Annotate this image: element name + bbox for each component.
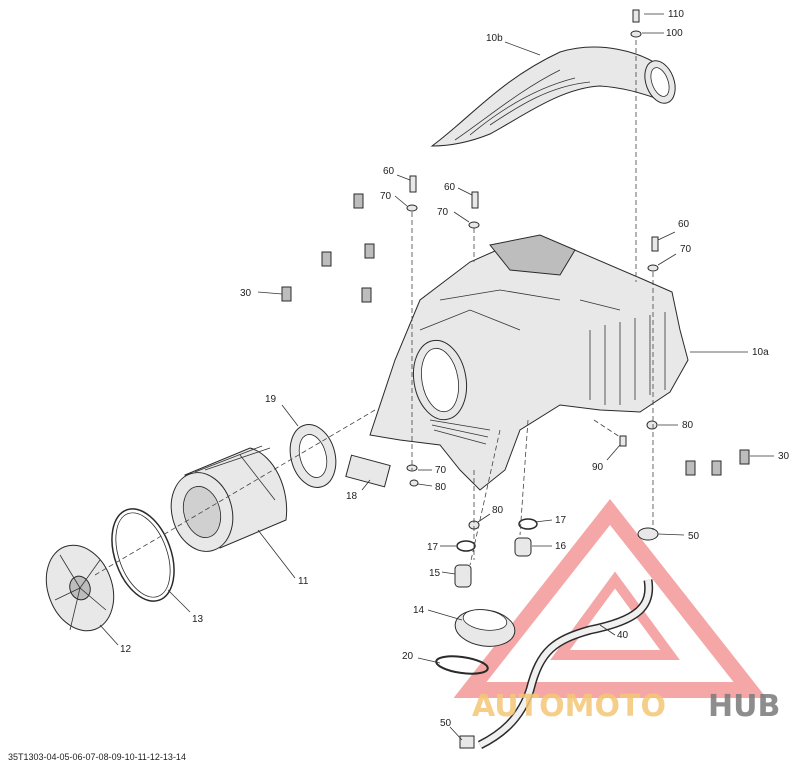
callout-100: 100 xyxy=(666,28,683,39)
callout-17: 17 xyxy=(555,515,567,526)
airbox-housing xyxy=(369,234,689,491)
callout-70: 70 xyxy=(380,191,392,202)
callout-labels: 110 100 10b 60 70 60 70 60 70 30 10a 19 … xyxy=(120,9,790,729)
callout-15: 15 xyxy=(429,568,441,579)
callout-30: 30 xyxy=(240,288,252,299)
outlet-boot xyxy=(454,609,516,647)
callout-70: 70 xyxy=(437,207,449,218)
callout-20: 20 xyxy=(402,651,414,662)
callout-80: 80 xyxy=(682,420,694,431)
air-intake-duct xyxy=(430,46,676,147)
drawing-reference-code: 35T1303-04-05-06-07-08-09-10-11-12-13-14 xyxy=(8,752,186,762)
callout-17: 17 xyxy=(427,542,439,553)
callout-19: 19 xyxy=(265,394,277,405)
hose-clamp xyxy=(435,655,489,675)
callout-80: 80 xyxy=(435,482,447,493)
callout-18: 18 xyxy=(346,491,358,502)
callout-13: 13 xyxy=(192,614,204,625)
callout-10b: 10b xyxy=(486,33,503,44)
callout-50: 50 xyxy=(440,718,452,729)
callout-10a: 10a xyxy=(752,347,769,358)
callout-70: 70 xyxy=(435,465,447,476)
filter-cover-oring xyxy=(111,508,175,602)
watermark-text: AUTOMOTO HUB xyxy=(472,689,780,724)
callout-60: 60 xyxy=(678,219,690,230)
watermark-logo xyxy=(453,499,767,698)
callout-70: 70 xyxy=(680,244,692,255)
air-filter xyxy=(170,445,288,552)
callout-12: 12 xyxy=(120,644,132,655)
alignment-lines xyxy=(94,40,654,576)
watermark-text-hub: HUB xyxy=(708,689,780,724)
callout-14: 14 xyxy=(413,605,425,616)
callout-50: 50 xyxy=(688,531,700,542)
callout-30: 30 xyxy=(778,451,790,462)
callout-80: 80 xyxy=(492,505,504,516)
hardware-parts xyxy=(281,9,750,749)
callout-60: 60 xyxy=(383,166,395,177)
drain-hose xyxy=(477,579,654,750)
filter-cover xyxy=(45,544,115,632)
callout-60: 60 xyxy=(444,182,456,193)
callout-90: 90 xyxy=(592,462,604,473)
watermark-text-automoto: AUTOMOTO xyxy=(472,689,666,724)
callout-110: 110 xyxy=(668,9,684,20)
callout-40: 40 xyxy=(617,630,629,641)
callout-16: 16 xyxy=(555,541,567,552)
callout-11: 11 xyxy=(298,576,309,587)
leader-lines xyxy=(99,13,774,741)
filter-seal-ring xyxy=(289,424,337,488)
